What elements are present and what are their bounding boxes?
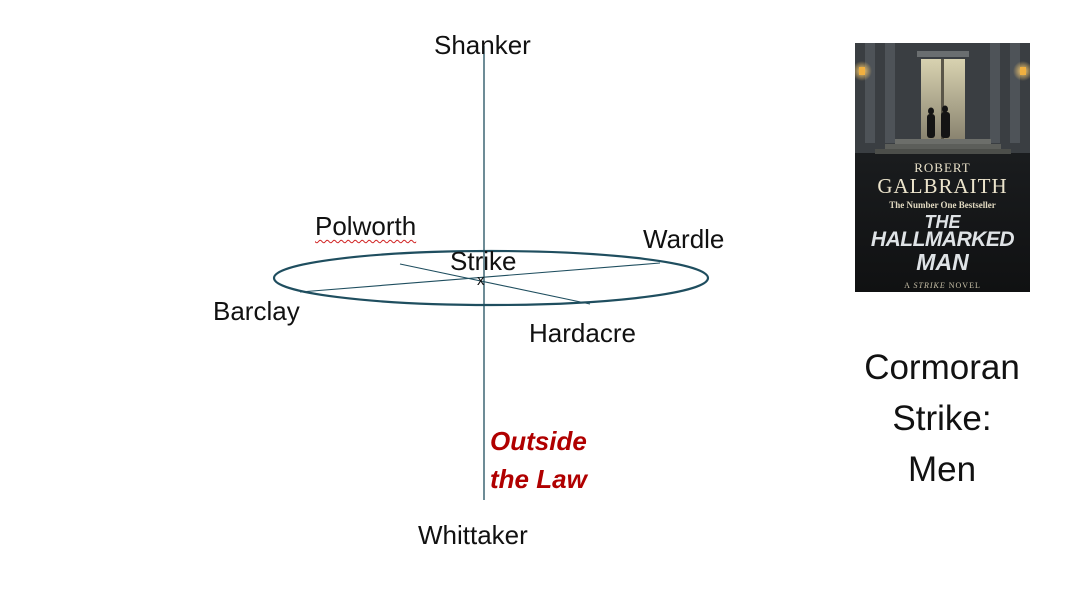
barclay-wardle-line [299,262,661,293]
annotation-line-1: Outside [490,426,587,456]
cover-series-suffix: NOVEL [945,281,981,290]
label-wardle: Wardle [643,224,725,254]
book-cover-image: ROBERT GALBRAITH The Number One Bestsell… [855,43,1030,292]
orbit-ellipse [272,249,710,307]
label-shanker: Shanker [434,30,531,60]
polworth-hardacre-line [399,263,591,305]
cover-author-last: GALBRAITH [877,174,1008,198]
cover-tagline: The Number One Bestseller [889,200,996,210]
label-hardacre: Hardacre [529,318,636,348]
cover-series-prefix: A [904,281,914,290]
heading-line-1: Cormoran [864,348,1020,387]
label-polworth: Polworth [315,211,417,241]
annotation-line-2: the Law [490,464,587,494]
heading-line-2: Strike: [892,399,992,438]
cover-title-line-3: MAN [916,249,969,275]
cover-author-first: ROBERT [914,160,971,175]
outside-the-law-annotation: Outside the Law [490,422,587,498]
cover-title-line-2: HALLMARKED [870,228,1015,251]
center-marker: x [477,272,485,289]
cover-series-line: A STRIKE NOVEL [855,281,1030,290]
heading-line-3: Men [907,450,977,489]
label-barclay: Barclay [213,296,300,326]
cover-series-name: STRIKE [913,281,946,290]
slide-heading: Cormoran Strike: Men [842,342,1042,495]
label-whittaker: Whittaker [418,520,528,550]
cover-title-line-1: THE [924,212,961,232]
label-strike: Strike [450,246,517,276]
cover-artwork [855,43,1030,154]
